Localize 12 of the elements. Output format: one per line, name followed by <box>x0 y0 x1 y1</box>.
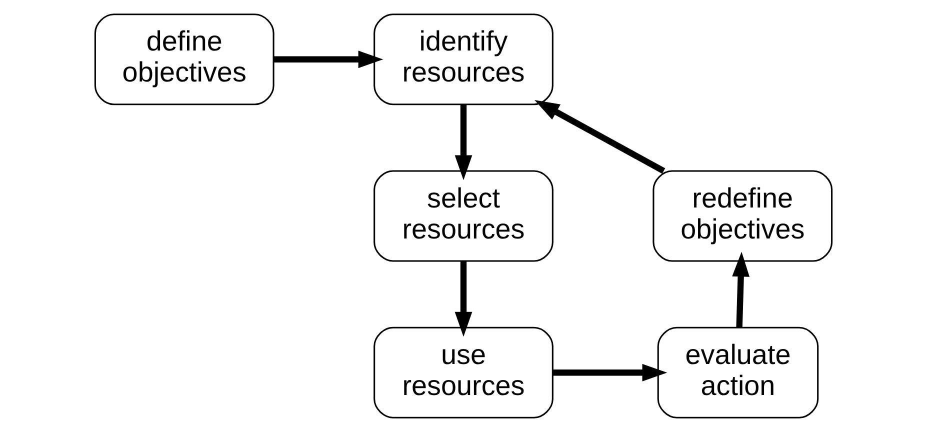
node-box: define objectives <box>94 14 274 106</box>
arrow <box>273 50 383 68</box>
node-box: evaluate action <box>656 326 818 418</box>
arrow <box>732 252 750 328</box>
arrow <box>454 261 472 337</box>
arrow <box>552 364 667 382</box>
node-box: identify resources <box>373 14 553 106</box>
arrow <box>534 100 665 174</box>
node-box: redefine objectives <box>652 170 832 262</box>
arrow <box>454 104 472 180</box>
node-box: select resources <box>373 170 553 262</box>
node-box: use resources <box>373 326 553 418</box>
